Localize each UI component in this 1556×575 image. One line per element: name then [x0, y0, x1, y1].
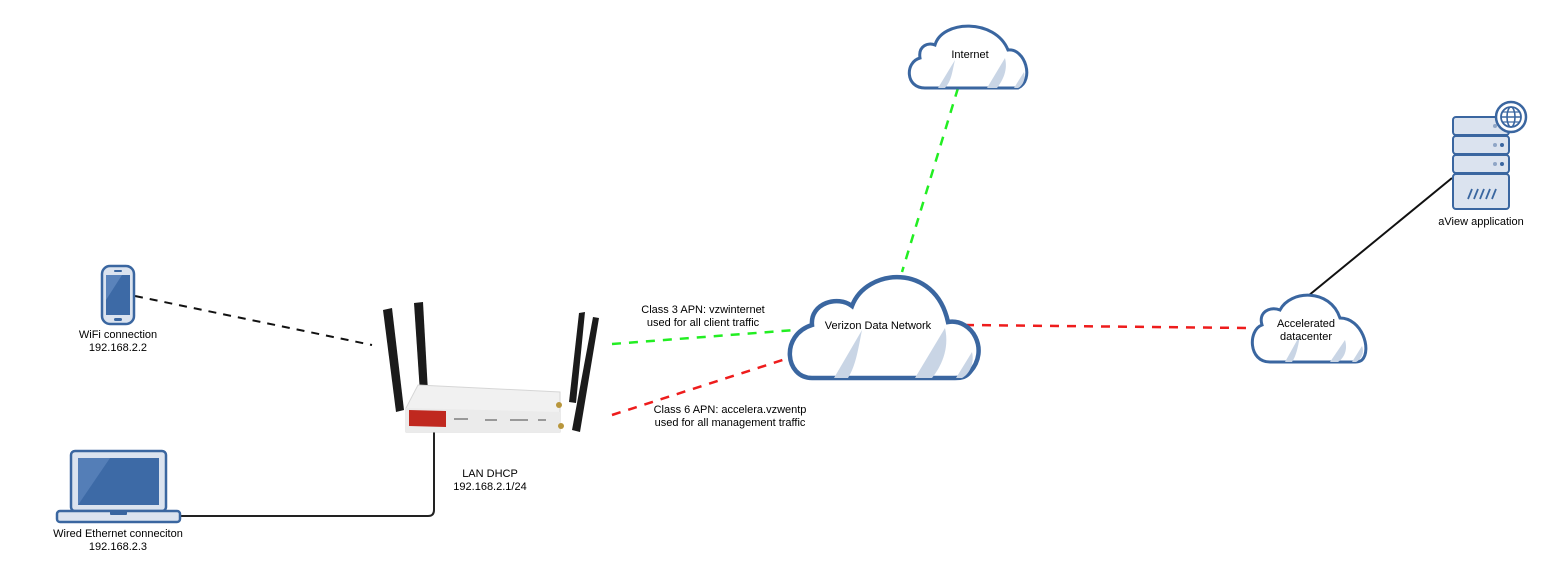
- client-apn-line2: used for all client traffic: [646, 317, 760, 329]
- server-link: [1307, 177, 1453, 297]
- server-label: aView application: [1438, 216, 1524, 228]
- server-icon: [1452, 116, 1510, 210]
- datacenter-cloud-icon: [1250, 293, 1368, 364]
- laptop-ip: 192.168.2.3: [88, 541, 148, 553]
- laptop-icon: [55, 449, 182, 524]
- mgmt-apn-label: Class 6 APN: accelera.vzwentp used for a…: [654, 404, 807, 430]
- router-label-line1: LAN DHCP: [462, 468, 518, 480]
- wifi-link: [134, 295, 373, 346]
- datacenter-label-line1: Accelerated: [1276, 318, 1336, 330]
- phone-ip: 192.168.2.2: [88, 342, 148, 354]
- ethernet-link: [180, 420, 435, 517]
- verizon-cloud-icon: [787, 275, 981, 381]
- cellular-router-image: [383, 302, 599, 433]
- phone-label-line1: WiFi connection: [78, 329, 158, 341]
- phone-label: WiFi connection 192.168.2.2: [79, 329, 157, 355]
- antenna-icon: [383, 302, 599, 432]
- internet-link: [900, 87, 960, 273]
- globe-icon: [1494, 100, 1528, 134]
- datacenter-label: Accelerated datacenter: [1277, 318, 1335, 344]
- internet-cloud-icon: [907, 24, 1029, 90]
- router-brand-badge: [409, 410, 446, 427]
- router-ip: 192.168.2.1/24: [453, 481, 527, 493]
- datacenter-link: [964, 323, 1249, 330]
- datacenter-label-line2: datacenter: [1280, 331, 1332, 343]
- mgmt-apn-line1: Class 6 APN: accelera.vzwentp: [653, 404, 807, 416]
- internet-label: Internet: [951, 49, 989, 61]
- verizon-label: Verizon Data Network: [824, 320, 932, 332]
- client-apn-line1: Class 3 APN: vzwinternet: [641, 304, 765, 316]
- client-apn-link: [611, 328, 796, 346]
- mgmt-apn-link: [611, 354, 796, 417]
- client-apn-label: Class 3 APN: vzwinternet used for all cl…: [641, 304, 765, 330]
- laptop-label: Wired Ethernet conneciton 192.168.2.3: [53, 528, 183, 554]
- smartphone-icon: [100, 264, 136, 326]
- laptop-label-line1: Wired Ethernet conneciton: [53, 528, 183, 540]
- router-label: LAN DHCP 192.168.2.1/24: [453, 468, 526, 494]
- mgmt-apn-line2: used for all management traffic: [654, 417, 806, 429]
